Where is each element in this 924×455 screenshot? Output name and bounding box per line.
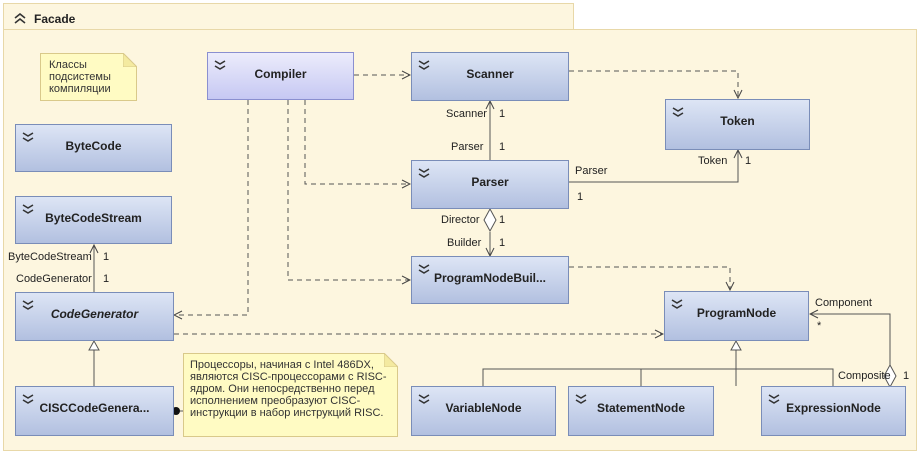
note-subsystem-text: Классы подсистемы компиляции [49, 59, 111, 95]
mult-parser-b: 1 [577, 191, 584, 203]
class-statementnode[interactable]: StatementNode [568, 386, 714, 436]
class-name: ProgramNodeBuil... [433, 271, 546, 285]
class-programnodebuilder[interactable]: ProgramNodeBuil... [411, 256, 569, 304]
mult-parser-a: 1 [499, 141, 506, 153]
class-codegenerator[interactable]: CodeGenerator [15, 292, 174, 341]
note-fold-icon [123, 53, 137, 67]
collapse-chevron-icon[interactable] [22, 203, 34, 214]
class-bytecodestream[interactable]: ByteCodeStream [15, 196, 172, 244]
note-anchor-dot [172, 407, 180, 415]
collapse-chevron-icon[interactable] [418, 59, 430, 70]
class-name: Scanner [466, 67, 514, 81]
mult-component: * [817, 320, 822, 332]
dep-scanner-token [569, 70, 738, 98]
collapse-chevron-icon[interactable] [418, 263, 430, 274]
collapse-chevron-icon[interactable] [214, 59, 226, 70]
collapse-chevron-icon[interactable] [418, 393, 430, 404]
dep-compiler-parser [304, 100, 410, 184]
role-director: Director [441, 214, 480, 226]
collapse-chevron-icon[interactable] [14, 13, 26, 24]
role-component: Component [815, 297, 872, 309]
class-token[interactable]: Token [665, 99, 810, 150]
role-codegenerator: CodeGenerator [16, 273, 92, 285]
role-builder: Builder [447, 237, 482, 249]
class-name: Token [720, 114, 755, 128]
note-processors: Процессоры, начиная с Intel 486DX, являю… [183, 353, 398, 437]
class-scanner[interactable]: Scanner [411, 52, 569, 101]
collapse-chevron-icon[interactable] [575, 393, 587, 404]
class-compiler[interactable]: Compiler [207, 52, 354, 100]
class-name: VariableNode [445, 401, 522, 415]
class-name: CodeGenerator [50, 307, 139, 321]
assoc-composite [810, 314, 891, 365]
mult-builder: 1 [499, 237, 506, 249]
class-parser[interactable]: Parser [411, 160, 569, 209]
package-title: Facade [34, 12, 76, 26]
gen-nodes-programnode [482, 349, 834, 386]
mult-codegenerator: 1 [103, 273, 110, 285]
class-name: ExpressionNode [786, 401, 881, 415]
note-fold-icon [384, 353, 398, 367]
class-programnode[interactable]: ProgramNode [664, 291, 809, 341]
mult-token: 1 [745, 155, 752, 167]
mult-scanner: 1 [499, 108, 506, 120]
dep-builder-programnode [569, 266, 730, 290]
dep-compiler-builder [287, 100, 410, 280]
class-name: StatementNode [596, 401, 685, 415]
note-processors-text: Процессоры, начиная с Intel 486DX, являю… [190, 359, 387, 419]
role-parser-b: Parser [575, 165, 608, 177]
collapse-chevron-icon[interactable] [22, 299, 34, 310]
class-name: ByteCode [65, 139, 122, 153]
role-bytecodestream: ByteCodeStream [8, 251, 92, 263]
mult-director: 1 [499, 214, 506, 226]
collapse-chevron-icon[interactable] [768, 393, 780, 404]
collapse-chevron-icon[interactable] [22, 393, 34, 404]
role-composite: Composite [838, 370, 891, 382]
class-name: CISCCodeGenera... [39, 401, 150, 415]
collapse-chevron-icon[interactable] [671, 298, 683, 309]
class-name: Parser [471, 175, 509, 189]
mult-composite: 1 [903, 370, 910, 382]
class-name: Compiler [254, 67, 307, 81]
gen-triangle-codegen [88, 339, 100, 351]
mult-bytecodestream: 1 [103, 251, 110, 263]
dep-compiler-codegen [174, 100, 249, 315]
aggregation-diamond-parser [483, 207, 497, 233]
gen-triangle-programnode [730, 339, 742, 351]
note-subsystem: Классы подсистемы компиляции [40, 53, 137, 101]
collapse-chevron-icon[interactable] [418, 167, 430, 178]
class-variablenode[interactable]: VariableNode [411, 386, 556, 436]
class-name: ByteCodeStream [45, 211, 142, 225]
role-scanner: Scanner [446, 108, 487, 120]
collapse-chevron-icon[interactable] [22, 131, 34, 142]
assoc-parser-token [569, 150, 738, 183]
collapse-chevron-icon[interactable] [672, 106, 684, 117]
class-bytecode[interactable]: ByteCode [15, 124, 172, 172]
class-ciscgenerator[interactable]: CISCCodeGenera... [15, 386, 174, 436]
class-name: ProgramNode [696, 306, 777, 320]
role-token: Token [698, 155, 728, 167]
role-parser-a: Parser [451, 141, 484, 153]
class-expressionnode[interactable]: ExpressionNode [761, 386, 906, 436]
